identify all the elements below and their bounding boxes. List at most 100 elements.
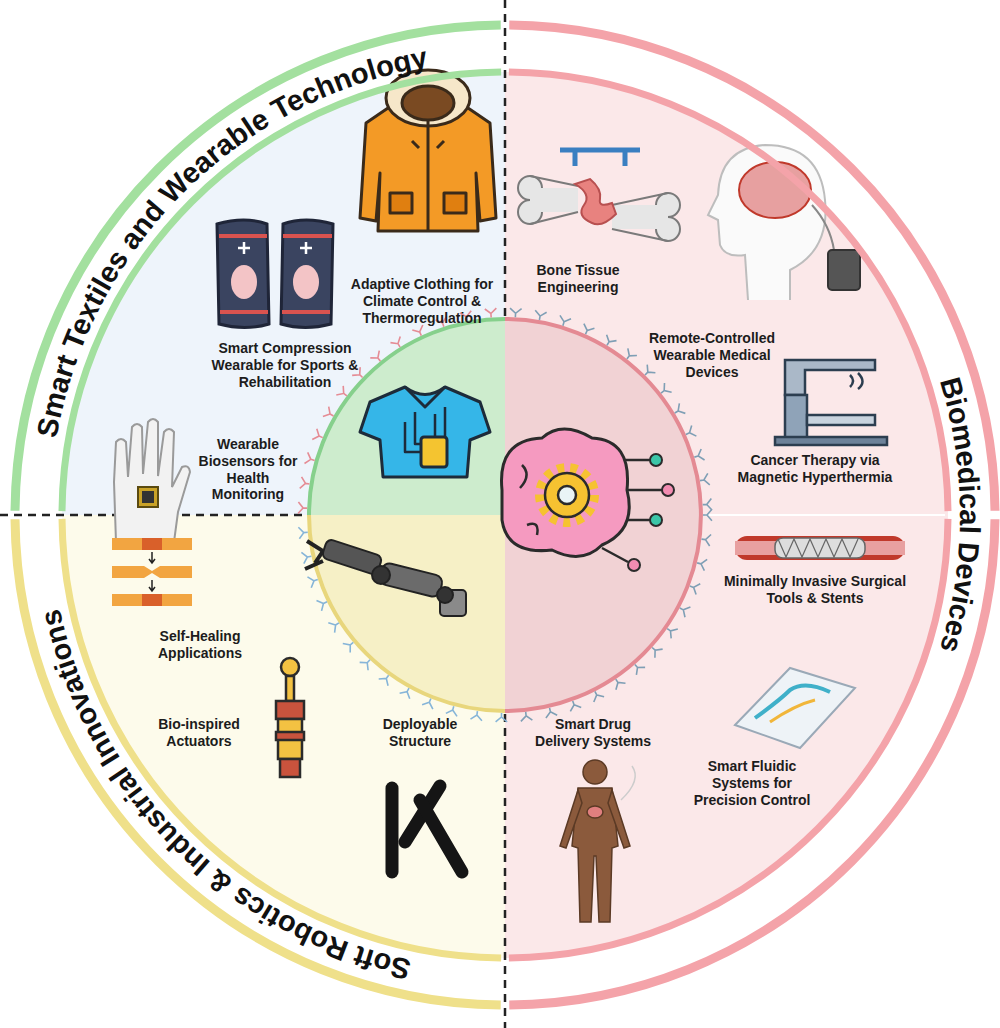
human-body-icon [583,760,607,784]
sector-title: Smart Textiles and Wearable Technology [31,41,430,440]
antibody-mark [412,325,422,336]
ring-band [62,72,501,511]
sector-outline: Soft Robotics & Industrial Innovations [0,515,505,1028]
sector-outline: Biomedical Devices [505,0,1000,1028]
stent-icon [775,538,865,558]
sector-ground [0,0,948,1028]
self-healing-icon [112,566,192,578]
application-label: Self-Healing Applications [145,628,255,662]
antibody-mark [390,336,400,347]
brain-gear-icon [650,454,662,466]
center-disc [309,515,505,711]
smart-shirt-icon [360,387,490,477]
actuator-icon [276,658,304,777]
bone-graft-icon [560,150,640,166]
human-body-icon [587,806,603,818]
knee-sleeve-icon [231,265,257,299]
divider-line [705,514,945,516]
self-healing-icon [112,594,192,606]
human-body-icon [621,766,635,800]
brain-gear-icon [662,484,674,496]
hyperthermia-machine-icon [775,437,887,445]
antibody-mark [379,675,389,686]
human-body-icon [560,760,635,922]
antibody-mark [422,699,433,709]
center-rim [309,515,505,711]
antibody-mark [521,712,532,721]
bone-graft-icon [530,176,578,224]
antibody-mark [298,502,307,514]
sector-tint [62,72,505,515]
antibody-mark [694,449,704,460]
antibody-mark [307,577,317,588]
antibody-mark [328,623,339,633]
self-healing-icon [149,552,155,591]
antibody-mark [661,383,672,393]
bone-graft-icon [518,150,680,241]
sector-title: Biomedical Devices [934,374,986,657]
antibody-mark [496,713,508,722]
self-healing-icon [112,538,192,606]
antibody-mark [652,647,662,657]
fluidic-chip-icon [770,700,815,722]
antibody-mark [400,688,410,699]
sector-title: Biomedical Devices [934,374,986,657]
hand-icon [142,491,154,503]
hyperthermia-machine-icon [850,373,863,389]
stent-icon [735,536,905,560]
brain-gear-icon [502,429,630,556]
bone-graft-icon [612,205,668,229]
knee-sleeve-icon [238,242,312,254]
knee-sleeve-icon [293,265,319,299]
antibody-mark [312,429,322,440]
antibody-mark [446,706,457,716]
antibody-mark [360,660,370,670]
ring-band [509,519,948,958]
antibody-mark [336,386,347,396]
brain-interface-icon [828,250,860,290]
application-label: Smart Compression Wearable for Sports & … [203,340,368,390]
antibody-mark [594,691,604,702]
antibody-mark [616,679,626,690]
coat-icon [444,193,466,213]
antibody-mark [700,473,710,484]
ring-band [15,519,501,1005]
antibody-mark [697,559,707,570]
robotic-arm-icon [305,539,466,616]
coat-icon [390,193,412,213]
antibody-mark [570,701,581,711]
hand-icon [138,487,158,507]
antibody-mark [305,452,315,463]
smart-shirt-icon [360,387,490,477]
antibody-mark [645,365,655,375]
application-label: Wearable Biosensors for Health Monitorin… [198,436,298,503]
knee-sleeve-icon [219,236,332,312]
brain-gear-icon [650,514,662,526]
deployable-structure-icon [386,788,399,872]
robotic-arm-icon [305,541,323,569]
brain-gear-icon [540,468,594,522]
antibody-mark [323,407,334,417]
antibody-mark [470,711,481,721]
antibody-mark [316,601,327,611]
brain-interface-icon [708,145,826,300]
hyperthermia-machine-icon [785,395,807,440]
antibody-mark [535,310,546,320]
coat-icon [412,141,444,148]
antibody-mark [298,527,307,539]
application-label: Minimally Invasive Surgical Tools & Sten… [719,573,911,607]
application-label: Bone Tissue Engineering [528,262,628,296]
ring-band [509,25,995,511]
knee-sleeve-icon [217,220,333,328]
antibody-mark [607,335,617,346]
smart-shirt-icon [421,437,447,467]
self-healing-icon [142,594,162,606]
brain-gear-icon [502,429,675,571]
brain-gear-icon [520,465,538,535]
application-label: Smart Fluidic Systems for Precision Cont… [686,758,818,808]
antibody-mark [675,403,686,413]
sector-title: Soft Robotics & Industrial Innovations [34,607,413,986]
bone-graft-icon [530,188,578,212]
coat-icon [427,121,430,231]
